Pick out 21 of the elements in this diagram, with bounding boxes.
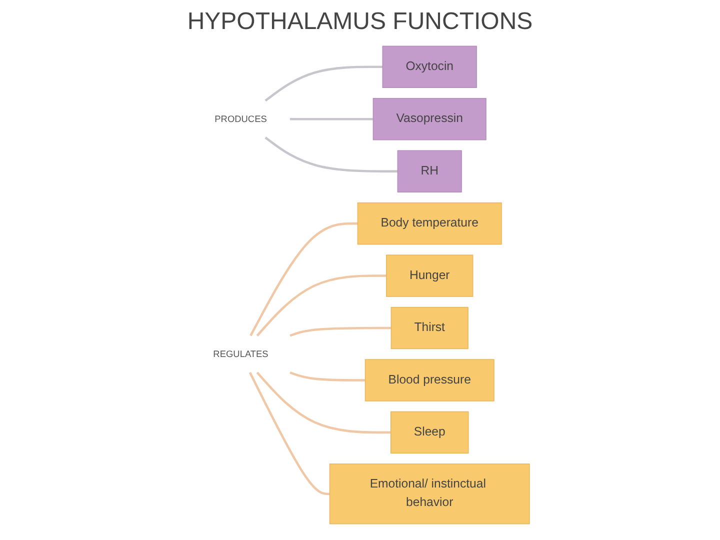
- node-box: Hunger: [386, 254, 474, 297]
- node-box: Emotional/ instinctual behavior: [330, 464, 530, 524]
- connector: [290, 118, 374, 120]
- diagram-title: HYPOTHALAMUS FUNCTIONS: [186, 8, 534, 36]
- connector: [264, 136, 398, 172]
- connector: [250, 222, 358, 336]
- connector: [256, 372, 392, 434]
- connector: [249, 372, 330, 496]
- connector: [290, 371, 366, 382]
- connector: [256, 274, 387, 336]
- node-box: Body temperature: [358, 202, 502, 245]
- node-box: Oxytocin: [382, 46, 478, 88]
- node-box: Thirst: [391, 306, 469, 350]
- connector: [290, 326, 392, 337]
- node-box: Sleep: [390, 411, 469, 454]
- node-box: RH: [398, 150, 462, 192]
- node-box: Blood pressure: [365, 359, 495, 402]
- node-text: REGULATES: [213, 348, 269, 360]
- connector: [264, 66, 383, 102]
- node-box: Vasopressin: [373, 98, 487, 140]
- node-text: PRODUCES: [214, 114, 268, 124]
